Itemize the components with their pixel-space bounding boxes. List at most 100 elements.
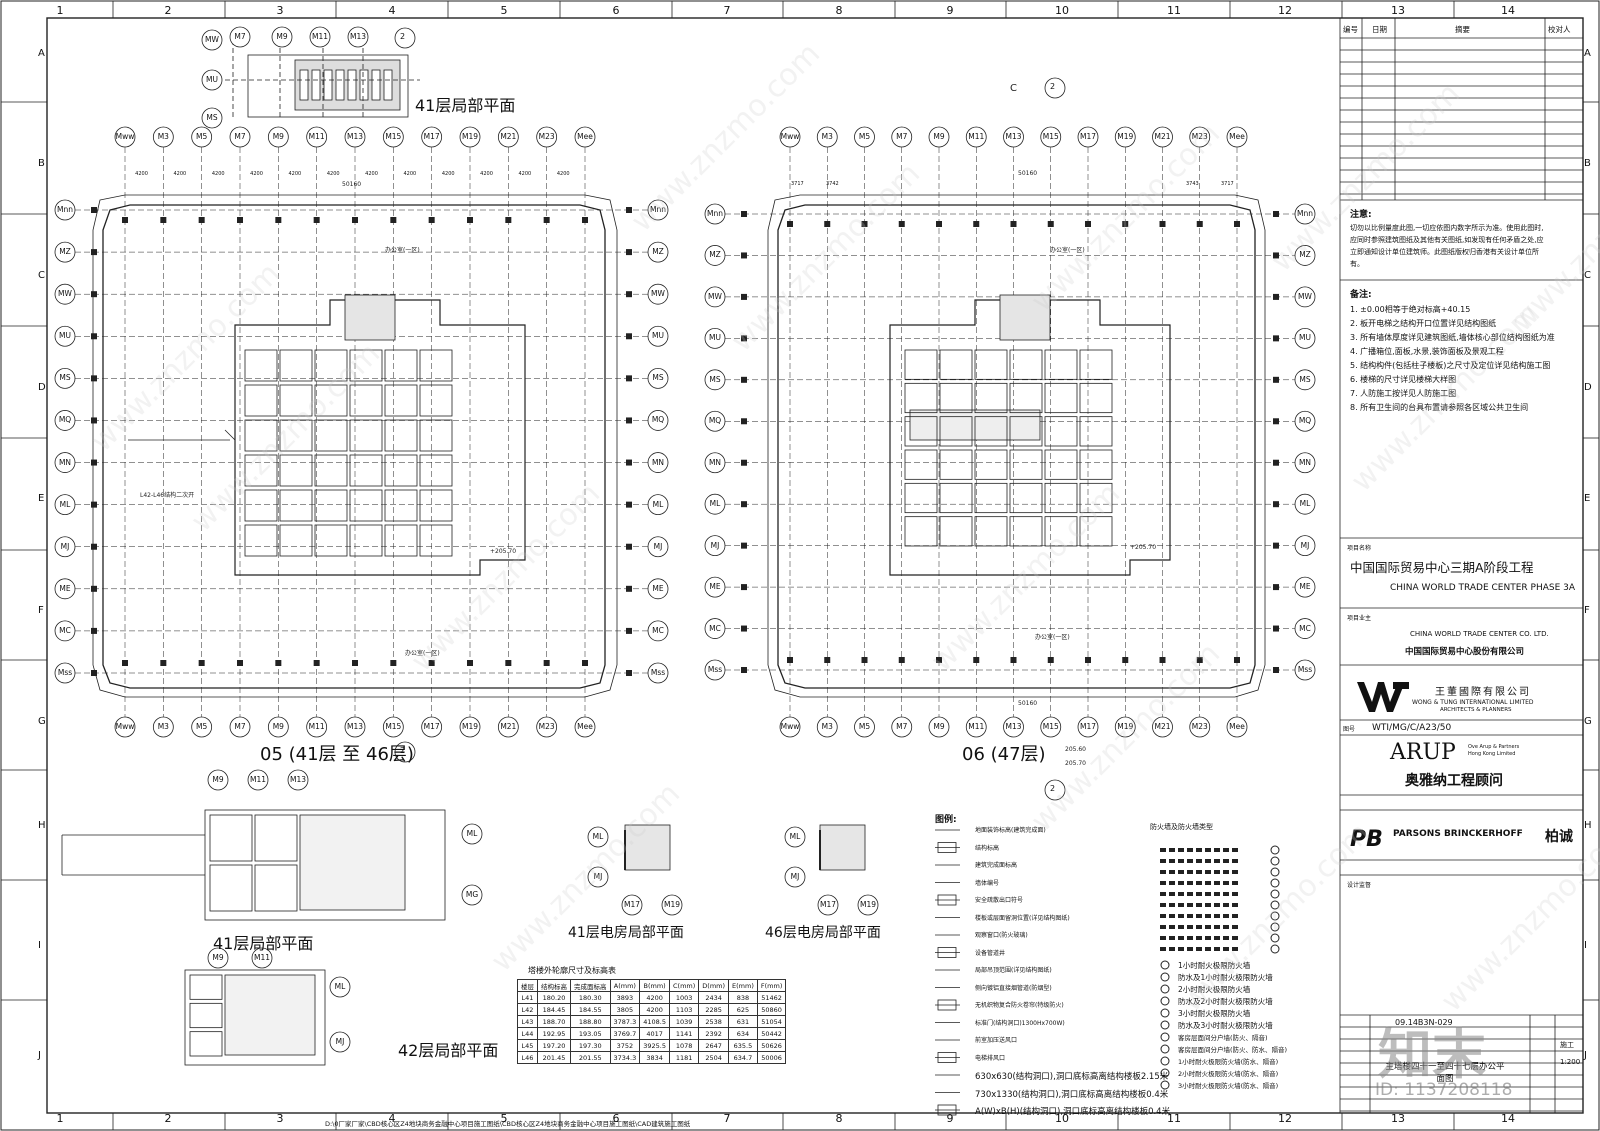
overall-dim-left: 50160: [342, 181, 362, 188]
dim-cell: 2504: [698, 1051, 730, 1064]
dim-cell: 838: [728, 991, 758, 1004]
left-axis-left-MW: MW: [58, 289, 72, 299]
dim-cell: 1039: [668, 1015, 700, 1028]
right-axis-top-M23: M23: [1191, 132, 1208, 141]
footer-path: D:\0厂家厂家\CBD核心区Z4地块商务金融中心项目施工图纸\CBD核心区Z4…: [325, 1120, 691, 1128]
right-axis-right-MQ: MQ: [1298, 416, 1312, 426]
fire-item-9: 2小时耐火极限防火墙(防水、隔音): [1178, 1070, 1279, 1078]
dim-header-cell: 完成面标高: [570, 979, 611, 992]
overall-dim-right: 50160: [1018, 170, 1038, 177]
left-axis-left-Mss: Mss: [57, 668, 73, 677]
dim-cell: 625: [728, 1003, 758, 1016]
partial-41-caption: 41层局部平面: [213, 934, 314, 953]
p41-axis-M9: M9: [212, 775, 224, 784]
dim-header-cell: F(mm): [756, 979, 787, 992]
right-axis-top-M21: M21: [1154, 132, 1171, 141]
owner-label: 项目业主: [1347, 615, 1372, 622]
top-partial-axis-M7: M7: [234, 32, 246, 41]
dim-cell: 634.7: [728, 1051, 758, 1064]
left-axis-bottom-Mee: Mee: [577, 722, 593, 731]
left-axis-bottom-M21: M21: [500, 722, 517, 731]
right-axis-bottom-M9: M9: [933, 722, 945, 731]
right-axis-bottom-M5: M5: [858, 722, 871, 731]
left-axis-bottom-M15: M15: [385, 722, 402, 731]
p41-axis-M13: M13: [289, 775, 306, 784]
dim-cell: 184.55: [570, 1003, 611, 1016]
p42-axis-M11: M11: [253, 953, 270, 962]
level-right-b: 205.60: [1065, 746, 1086, 753]
grid-col-bottom-11: 11: [1167, 1112, 1181, 1125]
legend-item-3: 墙体编号: [975, 879, 1000, 887]
fire-item-10: 3小时耐火极限防火墙(防水、隔音): [1178, 1082, 1279, 1090]
left-axis-right-MC: MC: [652, 625, 664, 635]
left-axis-top-M17: M17: [423, 132, 440, 141]
project-en: CHINA WORLD TRADE CENTER PHASE 3A: [1390, 583, 1576, 593]
legend-item-7: 设备管道井: [975, 949, 1006, 957]
right-axis-top-M17: M17: [1079, 132, 1096, 141]
right-axis-top-M19: M19: [1117, 132, 1134, 141]
brand-id: ID: 1137208118: [1375, 1080, 1513, 1100]
remarks-title: 备注:: [1350, 290, 1372, 300]
dim-cell: L43: [517, 1015, 538, 1028]
left-axis-left-MC: MC: [59, 625, 71, 635]
right-dim-2: 3743: [1186, 181, 1199, 187]
main-plan-left: [75, 147, 648, 717]
bay-dim-1: 4200: [173, 171, 187, 177]
right-axis-top-M11: M11: [968, 132, 985, 141]
remark-4: 5. 结构构件(包括柱子楼板)之尺寸及定位详见结构施工图: [1350, 361, 1551, 370]
left-axis-bottom-M19: M19: [461, 722, 478, 731]
dim-header-cell: 结构标高: [537, 979, 571, 992]
grid-col-bottom-10: 10: [1055, 1112, 1069, 1125]
grid-row-right-A: A: [1584, 48, 1591, 59]
wt-logo: [1355, 680, 1410, 714]
dim-cell: 3834: [639, 1051, 670, 1064]
top-partial-axis-M13: M13: [349, 32, 366, 41]
left-axis-right-MJ: MJ: [653, 541, 663, 551]
left-axis-right-MW: MW: [651, 289, 665, 299]
stage: 施工: [1560, 1041, 1574, 1049]
grid-col-6: 6: [612, 4, 620, 17]
dim-cell: 635.5: [728, 1039, 758, 1052]
right-axis-right-ME: ME: [1299, 582, 1311, 592]
dim-cell: 193.05: [570, 1027, 611, 1040]
dim-cell: 3893: [609, 991, 641, 1004]
grid-row-right-E: E: [1584, 493, 1591, 504]
drawing-no-label: 图号: [1343, 726, 1356, 733]
left-axis-top-M3: M3: [157, 132, 169, 141]
fire-item-3: 防水及2小时耐火极限防火墙: [1178, 997, 1273, 1006]
legend-item-1: 结构标高: [975, 844, 1000, 852]
e46-axis-M17: M17: [819, 900, 836, 909]
dim-cell: 2434: [698, 991, 730, 1004]
legend-item-0: 地面装饰标高(建筑完成面): [975, 827, 1046, 834]
dim-cell: 51054: [756, 1015, 787, 1028]
project-label: 项目名称: [1347, 545, 1372, 552]
right-axis-bottom-M13: M13: [1005, 722, 1022, 731]
right-dim-0: 3717: [791, 181, 804, 187]
rev-header-0: 编号: [1343, 25, 1358, 34]
legend-item-10: 无机织物复合防火卷帘(特级防火): [975, 1002, 1064, 1009]
legend-item-2: 建筑完成面标高: [975, 862, 1018, 869]
left-axis-bottom-M11: M11: [308, 722, 325, 731]
e41-axis-M17: M17: [623, 900, 640, 909]
project-cn: 中国国际贸易中心三期A阶段工程: [1350, 560, 1534, 575]
bay-dim-8: 4200: [441, 171, 455, 177]
left-axis-bottom-M3: M3: [157, 722, 169, 731]
left-axis-top-Mww: Mww: [115, 132, 135, 141]
e41-axis-ML: ML: [592, 832, 604, 841]
grid-col-4: 4: [388, 4, 396, 17]
grid-col-bottom-3: 3: [276, 1112, 284, 1125]
bay-dim-0: 4200: [135, 171, 148, 177]
sheet-title: 主塔楼四十一至四十七层办公平面图: [1385, 1062, 1505, 1084]
section-marker-right-bottom: 2: [1050, 784, 1056, 793]
left-axis-top-M19: M19: [461, 132, 478, 141]
pb-name: PARSONS BRINCKERHOFF: [1393, 829, 1523, 839]
partial-42-plan: [184, 969, 326, 1066]
bay-dim-9: 4200: [480, 171, 493, 177]
dim-cell: 197.20: [537, 1039, 571, 1052]
dim-cell: 3752: [609, 1039, 641, 1052]
main-left-caption: 05 (41层 至 46层): [260, 744, 414, 765]
dim-cell: 2647: [698, 1039, 730, 1052]
grid-col-bottom-4: 4: [388, 1112, 396, 1125]
